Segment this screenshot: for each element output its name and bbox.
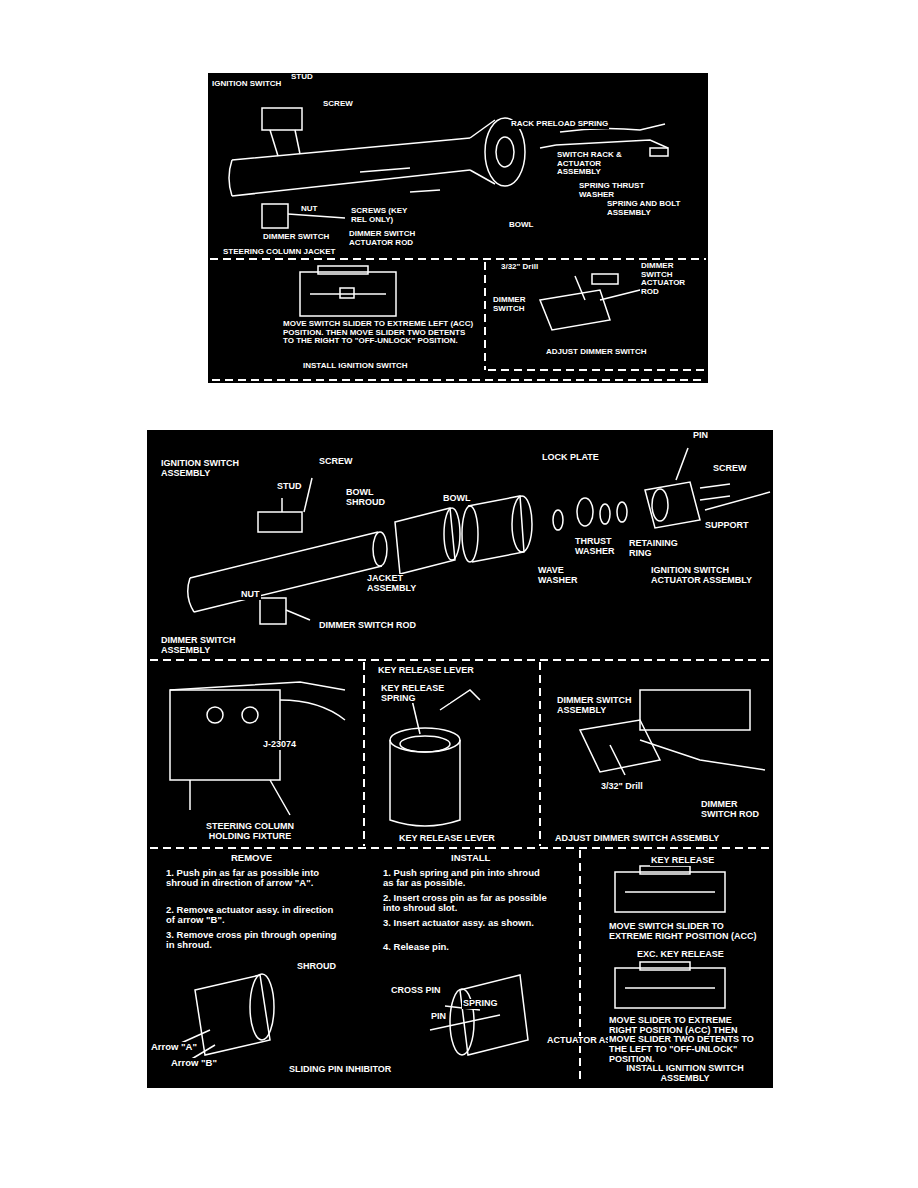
part-label: DIMMER SWITCH ROD <box>318 621 417 631</box>
part-label: PIN <box>430 1012 447 1022</box>
part-label: ADJUST DIMMER SWITCH <box>545 348 647 357</box>
part-label: SWITCH RACK & ACTUATOR ASSEMBLY <box>556 151 636 177</box>
part-label: BOWL <box>442 494 472 504</box>
part-label: MOVE SWITCH SLIDER TO EXTREME RIGHT POSI… <box>608 922 758 941</box>
part-label: STUD <box>276 482 303 492</box>
part-label: PIN <box>692 431 709 441</box>
part-label: REMOVE <box>230 853 273 863</box>
part-label: SPRING <box>462 999 499 1009</box>
part-label: WAVE WASHER <box>537 566 587 585</box>
part-label: 1. Push pin as far as possible into shro… <box>165 868 345 889</box>
part-label: DIMMER SWITCH ASSEMBLY <box>160 636 270 655</box>
part-label: KEY RELEASE SPRING <box>380 684 450 703</box>
part-label: INSTALL IGNITION SWITCH ASSEMBLY <box>600 1064 770 1083</box>
part-label: DIMMER SWITCH ASSEMBLY <box>556 696 636 715</box>
part-label: 2. Insert cross pin as far as possible i… <box>382 893 550 914</box>
part-label: BOWL SHROUD <box>345 488 395 507</box>
part-label: DIMMER SWITCH ACTUATOR ROD <box>640 262 702 297</box>
part-label: MOVE SLIDER TO EXTREME RIGHT POSITION (A… <box>608 1016 758 1065</box>
part-label: RACK PRELOAD SPRING <box>510 120 609 129</box>
part-label: DIMMER SWITCH ACTUATOR ROD <box>348 230 448 247</box>
part-label: KEY RELEASE LEVER <box>398 834 496 844</box>
part-label: THRUST WASHER <box>574 537 624 556</box>
part-label: MOVE SWITCH SLIDER TO EXTREME LEFT (ACC)… <box>282 320 478 346</box>
part-label: SPRING AND BOLT ASSEMBLY <box>606 200 696 217</box>
part-label: INSTALL <box>450 853 491 863</box>
part-label: 1. Push spring and pin into shroud as fa… <box>382 868 550 889</box>
part-label: SLIDING PIN INHIBITOR <box>288 1065 392 1075</box>
part-label: SCREW <box>712 464 748 474</box>
part-label: DIMMER SWITCH <box>492 296 538 313</box>
part-label: 3. Remove cross pin through opening in s… <box>165 930 345 951</box>
part-label: CROSS PIN <box>390 986 442 996</box>
part-label: RETAINING RING <box>628 539 690 558</box>
line-art <box>150 108 770 1084</box>
part-label: STUD <box>290 73 314 82</box>
part-label: SCREW <box>322 100 354 109</box>
part-label: EXC. KEY RELEASE <box>636 950 725 960</box>
part-label: 2. Remove actuator assy. in direction of… <box>165 905 345 926</box>
part-label: 3/32" Drill <box>500 263 539 272</box>
part-label: 4. Release pin. <box>382 942 550 952</box>
part-label: SHROUD <box>296 962 337 972</box>
part-label: DIMMER SWITCH ROD <box>700 800 760 819</box>
part-label: IGNITION SWITCH ASSEMBLY <box>160 459 255 478</box>
part-label: BOWL <box>508 221 534 230</box>
part-label: Arrow "B" <box>170 1058 218 1068</box>
part-label: KEY RELEASE LEVER <box>377 666 475 676</box>
part-label: STEERING COLUMN HOLDING FIXTURE <box>190 822 310 841</box>
part-label: NUT <box>240 590 261 600</box>
part-label: IGNITION SWITCH ACTUATOR ASSEMBLY <box>650 566 768 585</box>
part-label: INSTALL IGNITION SWITCH <box>302 362 409 371</box>
part-label: IGNITION SWITCH <box>211 80 282 89</box>
part-label: KEY RELEASE <box>650 856 715 866</box>
part-label: NUT <box>300 205 318 214</box>
top-panel <box>208 73 708 383</box>
part-label: LOCK PLATE <box>541 453 600 463</box>
part-label: SCREW <box>318 457 354 467</box>
part-label: SCREWS (KEY REL ONLY) <box>350 207 420 224</box>
part-label: 3/32" Drill <box>600 782 644 792</box>
part-label: J-23074 <box>262 740 297 750</box>
part-label: SUPPORT <box>704 521 750 531</box>
part-label: SPRING THRUST WASHER <box>578 182 658 199</box>
part-label: JACKET ASSEMBLY <box>366 574 430 593</box>
part-label: DIMMER SWITCH <box>262 233 330 242</box>
part-label: ADJUST DIMMER SWITCH ASSEMBLY <box>554 834 720 844</box>
part-label: 3. Insert actuator assy. as shown. <box>382 918 550 928</box>
part-label: STEERING COLUMN JACKET <box>222 248 336 257</box>
part-label: Arrow "A" <box>150 1042 198 1052</box>
bottom-panel <box>147 430 773 1088</box>
